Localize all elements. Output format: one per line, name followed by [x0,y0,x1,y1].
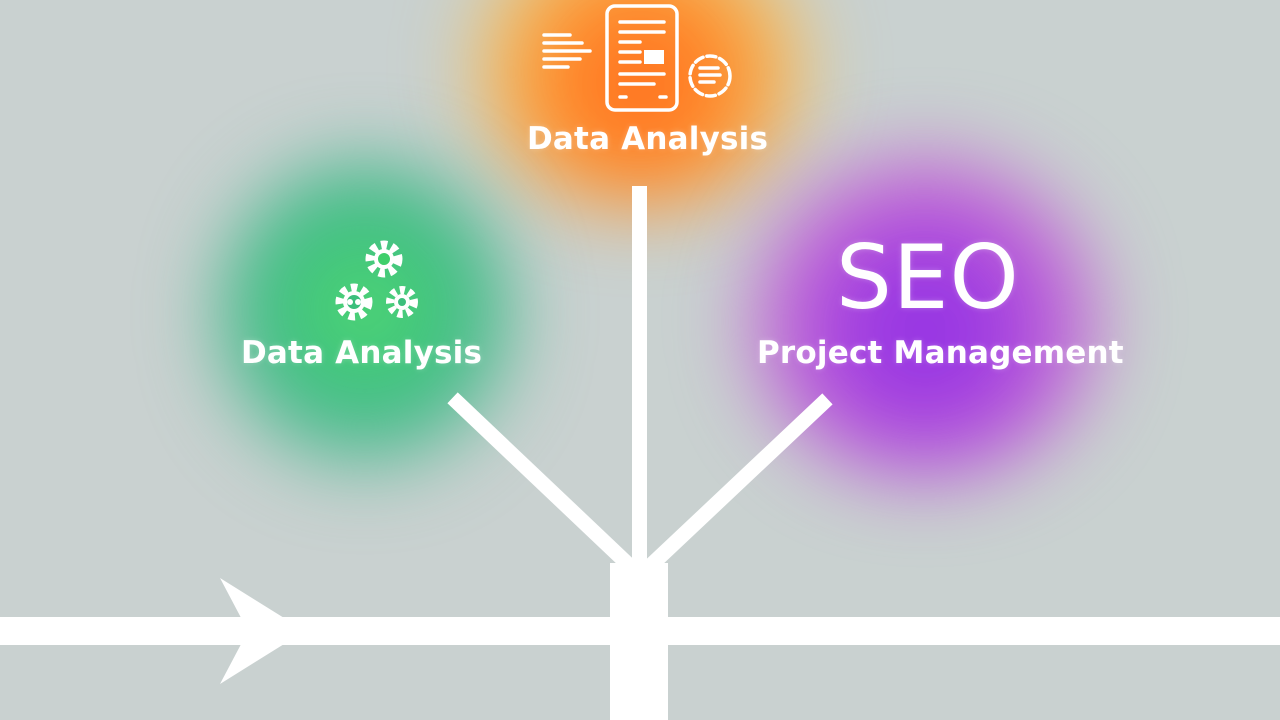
seo-heading: SEO [836,226,1020,329]
document-gear-icon [542,4,732,112]
left-node-label: Data Analysis [241,335,483,371]
gears-icon [335,240,418,321]
left-branch-line [447,392,643,579]
center-branch-line [632,186,647,570]
right-branch-line [637,393,833,579]
top-node-label: Data Analysis [527,121,769,157]
right-node-label: Project Management [757,335,1124,371]
arrow-head [220,578,305,684]
vertical-trunk [610,563,668,720]
